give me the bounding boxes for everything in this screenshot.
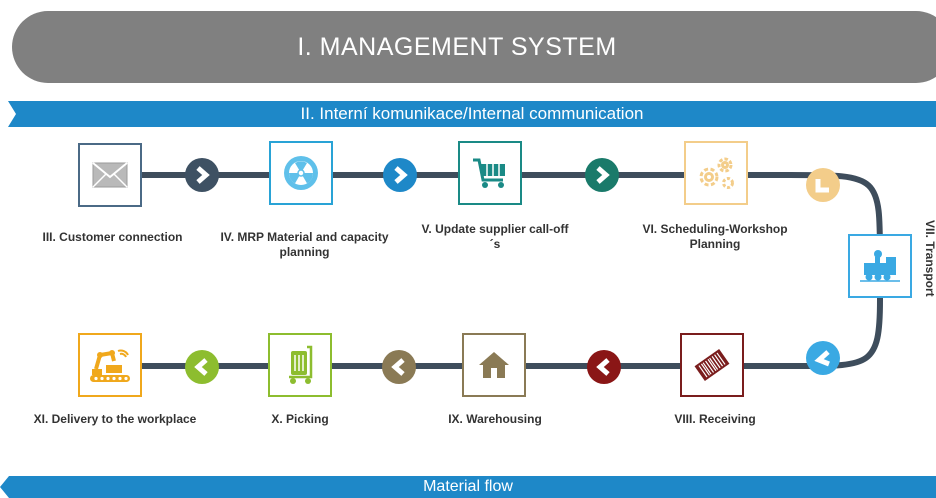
envelope-icon	[92, 162, 128, 188]
update-supplier-box[interactable]	[458, 141, 522, 205]
header-title: I. MANAGEMENT SYSTEM	[297, 32, 617, 61]
step-label-warehousing: IX. Warehousing	[448, 412, 542, 426]
radiation-icon	[284, 156, 318, 190]
connector-arrow-5	[806, 341, 840, 375]
chevron-down-right-icon	[815, 179, 829, 193]
train-icon	[860, 250, 900, 282]
chevron-left-icon	[596, 358, 610, 376]
step-label-receiving: VIII. Receiving	[674, 412, 756, 426]
step-label-picking: X. Picking	[271, 412, 329, 426]
delivery-box[interactable]	[78, 333, 142, 397]
shopping-cart-icon	[473, 158, 505, 188]
trolley-icon	[289, 345, 313, 384]
connector-arrow-7	[382, 350, 416, 384]
step-label-delivery: XI. Delivery to the workplace	[33, 412, 197, 426]
customer-connection-box[interactable]	[78, 143, 142, 207]
house-icon	[479, 352, 509, 378]
step-label-mrp-planning: IV. MRP Material and capacity planning	[220, 230, 389, 259]
chevron-left-icon	[391, 358, 405, 376]
connector-arrow-2	[383, 158, 417, 192]
material-flow-label: Material flow	[423, 478, 513, 495]
picking-box[interactable]	[268, 333, 332, 397]
robot-arm-icon	[90, 349, 130, 382]
material-flow-banner: Material flow	[0, 476, 936, 498]
scheduling-box[interactable]	[684, 141, 748, 205]
chevron-right-icon	[394, 166, 408, 184]
chevron-left-icon	[814, 350, 830, 367]
connector-arrow-4	[806, 168, 840, 202]
connector-arrow-1	[185, 158, 219, 192]
gears-icon	[699, 157, 734, 189]
connector-arrow-8	[185, 350, 219, 384]
connector-arrow-3	[585, 158, 619, 192]
barcode-icon	[694, 349, 730, 381]
management-system-header: I. MANAGEMENT SYSTEM	[12, 11, 936, 83]
internal-communication-label: II. Interní komunikace/Internal communic…	[300, 104, 644, 123]
chevron-right-icon	[596, 166, 610, 184]
step-label-customer-connection: III. Customer connection	[42, 230, 183, 244]
internal-communication-banner: II. Interní komunikace/Internal communic…	[8, 101, 936, 127]
step-label-transport: VII. Transport	[923, 220, 936, 297]
connector-arrow-6	[587, 350, 621, 384]
warehousing-box[interactable]	[462, 333, 526, 397]
chevron-left-icon	[194, 358, 208, 376]
step-label-update-supplier: V. Update supplier call-off´s	[421, 222, 569, 251]
receiving-box[interactable]	[680, 333, 744, 397]
chevron-right-icon	[196, 166, 210, 184]
transport-box[interactable]	[848, 234, 912, 298]
step-label-scheduling: VI. Scheduling-Workshop Planning	[642, 222, 788, 251]
mrp-planning-box[interactable]	[269, 141, 333, 205]
